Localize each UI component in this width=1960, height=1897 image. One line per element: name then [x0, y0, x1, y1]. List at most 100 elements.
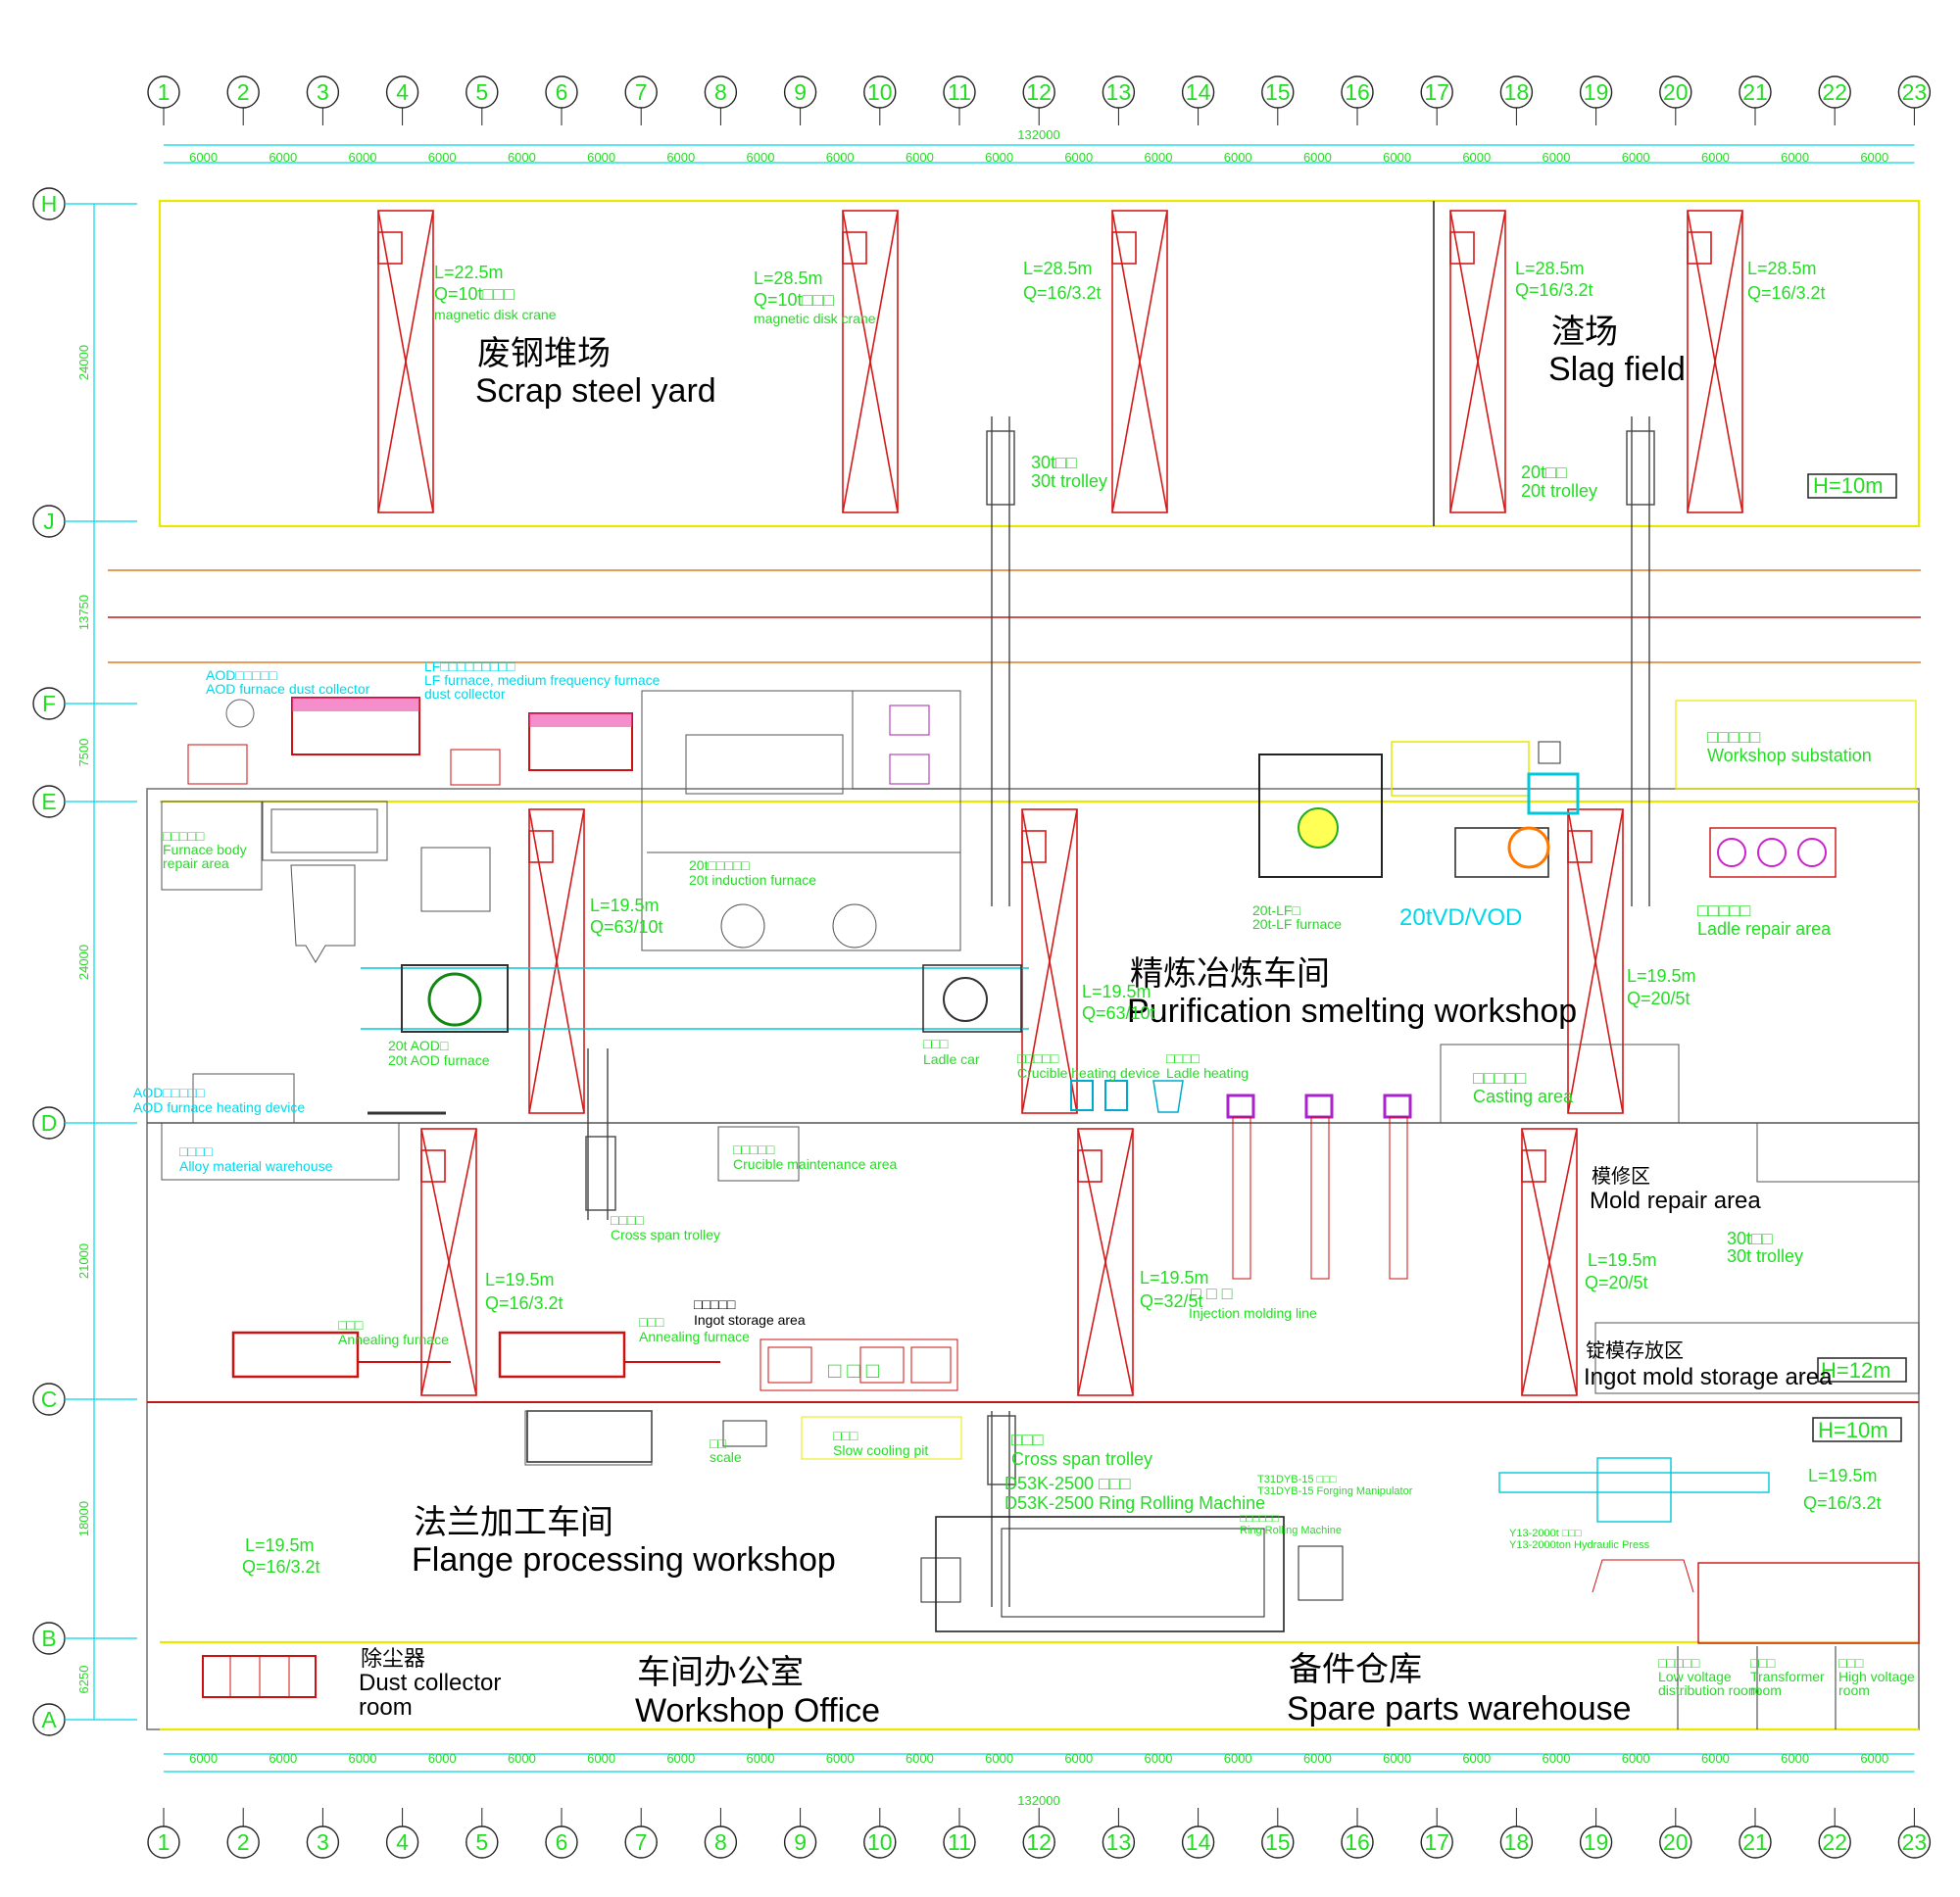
lf-label: 20t-LF furnace	[1252, 916, 1342, 932]
casting-label: Casting area	[1473, 1087, 1574, 1106]
dust-room-label-1: Dust collector	[359, 1670, 501, 1696]
press-label: Y13-2000ton Hydraulic Press	[1509, 1539, 1650, 1551]
column-label-22: 22	[1822, 79, 1847, 105]
crane-2-length: L=28.5m	[754, 268, 823, 288]
total-dim-top: 132000	[1017, 127, 1059, 142]
column-label-4: 4	[396, 79, 409, 105]
crane-box-1	[377, 210, 434, 513]
span-dim-bot-3: 6000	[349, 1751, 377, 1766]
crane-box-7	[1021, 808, 1078, 1114]
alloy-label: Alloy material warehouse	[179, 1158, 333, 1174]
cross-trolley-cn: □□□□	[611, 1212, 644, 1228]
furnace-repair-cn: □□□□□	[163, 828, 205, 844]
column-label-3: 3	[317, 1829, 329, 1855]
row-label-C: C	[41, 1386, 58, 1412]
substation-label: Workshop substation	[1707, 746, 1872, 765]
low-volt-label-2: distribution room	[1658, 1682, 1760, 1698]
column-label-12: 12	[1026, 79, 1052, 105]
annealing-1-label: Annealing furnace	[338, 1332, 449, 1347]
total-dim-bot: 132000	[1017, 1793, 1059, 1808]
transformer-label-1: Transformer	[1750, 1669, 1825, 1684]
span-dim-top-18: 6000	[1543, 150, 1571, 165]
span-dim-top-5: 6000	[508, 150, 536, 165]
ingot-mold-cn: 锭模存放区	[1586, 1339, 1684, 1362]
span-dim-bot-19: 6000	[1622, 1751, 1650, 1766]
row-label-A: A	[41, 1707, 57, 1732]
trolley-rails	[361, 416, 1655, 1607]
span-dim-bot-16: 6000	[1383, 1751, 1411, 1766]
span-dim-bot-10: 6000	[906, 1751, 934, 1766]
aod-label: 20t AOD furnace	[388, 1052, 490, 1068]
crucible-heat-cn: □□□□□	[1017, 1050, 1059, 1066]
column-label-5: 5	[475, 79, 488, 105]
crane-box-8	[1567, 808, 1624, 1114]
crane-box-2	[842, 210, 899, 513]
crane-box-3	[1111, 210, 1168, 513]
crane-box-6	[528, 808, 585, 1114]
span-dim-top-17: 6000	[1462, 150, 1491, 165]
row-label-H: H	[41, 191, 58, 217]
span-dim-bot-7: 6000	[666, 1751, 695, 1766]
row-dim-6: 18000	[76, 1501, 91, 1536]
span-dim-top-15: 6000	[1303, 150, 1332, 165]
column-label-7: 7	[635, 79, 648, 105]
crane-12-length: L=19.5m	[1808, 1466, 1878, 1485]
column-label-18: 18	[1504, 79, 1530, 105]
crane-3-capacity: Q=16/3.2t	[1023, 283, 1102, 303]
column-label-6: 6	[556, 1829, 568, 1855]
injection-label: Injection molding line	[1189, 1305, 1317, 1321]
alloy-cn: □□□□	[179, 1143, 213, 1159]
span-dim-top-13: 6000	[1145, 150, 1173, 165]
ring-label: D53K-2500 Ring Rolling Machine	[1004, 1493, 1265, 1513]
ring-cn: D53K-2500 □□□	[1004, 1474, 1131, 1493]
column-label-17: 17	[1424, 79, 1449, 105]
equipment-sketches	[161, 690, 1920, 1729]
span-dim-bot-12: 6000	[1064, 1751, 1093, 1766]
annealing-1-cn: □□□	[338, 1317, 364, 1333]
ladle-repair-label: Ladle repair area	[1697, 919, 1832, 939]
row-label-D: D	[41, 1110, 58, 1136]
height-c-label: H=12m	[1821, 1358, 1891, 1383]
column-label-13: 13	[1106, 79, 1132, 105]
ingot-storage-label: Ingot storage area	[694, 1312, 806, 1328]
slag-field-cn: 渣场	[1551, 314, 1618, 351]
cross-trolley-2-label: Cross span trolley	[1011, 1449, 1152, 1469]
crane-7-length: L=19.5m	[1082, 982, 1152, 1001]
span-dim-bot-15: 6000	[1303, 1751, 1332, 1766]
column-label-16: 16	[1345, 1829, 1370, 1855]
lf-dust-label-2: dust collector	[424, 686, 506, 702]
span-dim-top-4: 6000	[428, 150, 457, 165]
span-dim-top-21: 6000	[1781, 150, 1809, 165]
manip-label: T31DYB-15 Forging Manipulator	[1257, 1485, 1413, 1497]
crane-1-capacity: Q=10t□□□	[434, 284, 514, 304]
span-dim-bot-4: 6000	[428, 1751, 457, 1766]
crane-8-length: L=19.5m	[1627, 966, 1696, 986]
aod-dust-label: AOD furnace dust collector	[206, 681, 370, 697]
crane-9-length: L=19.5m	[485, 1270, 555, 1289]
scrap-yard-label: Scrap steel yard	[475, 372, 716, 410]
span-dim-bot-6: 6000	[587, 1751, 615, 1766]
crane-5-capacity: Q=16/3.2t	[1747, 283, 1826, 303]
aod-cn: 20t AOD□	[388, 1038, 449, 1053]
slow-cool-label: Slow cooling pit	[833, 1442, 928, 1458]
span-dim-top-7: 6000	[666, 150, 695, 165]
annealing-2-cn: □□□	[639, 1314, 664, 1330]
crane-11-capacity: Q=20/5t	[1585, 1273, 1648, 1292]
span-dim-top-2: 6000	[269, 150, 297, 165]
column-label-17: 17	[1424, 1829, 1449, 1855]
column-label-14: 14	[1186, 1829, 1211, 1855]
row-dim-7: 6250	[76, 1666, 91, 1694]
crane-7-capacity: Q=63/10t	[1082, 1003, 1155, 1023]
height-b-label: H=10m	[1818, 1418, 1888, 1442]
height-yard-label: H=10m	[1813, 473, 1884, 498]
furnace-repair-label-1: Furnace body	[163, 842, 247, 857]
crane-10-length: L=19.5m	[1140, 1268, 1209, 1288]
span-dim-bot-14: 6000	[1224, 1751, 1252, 1766]
mold-repair-cn: 模修区	[1592, 1165, 1650, 1188]
dust-room-cn: 除尘器	[361, 1646, 425, 1671]
press-cn: Y13-2000t □□□	[1509, 1528, 1582, 1539]
office-cn: 车间办公室	[637, 1654, 804, 1691]
mold-repair-label: Mold repair area	[1590, 1188, 1761, 1214]
span-dim-top-1: 6000	[189, 150, 218, 165]
